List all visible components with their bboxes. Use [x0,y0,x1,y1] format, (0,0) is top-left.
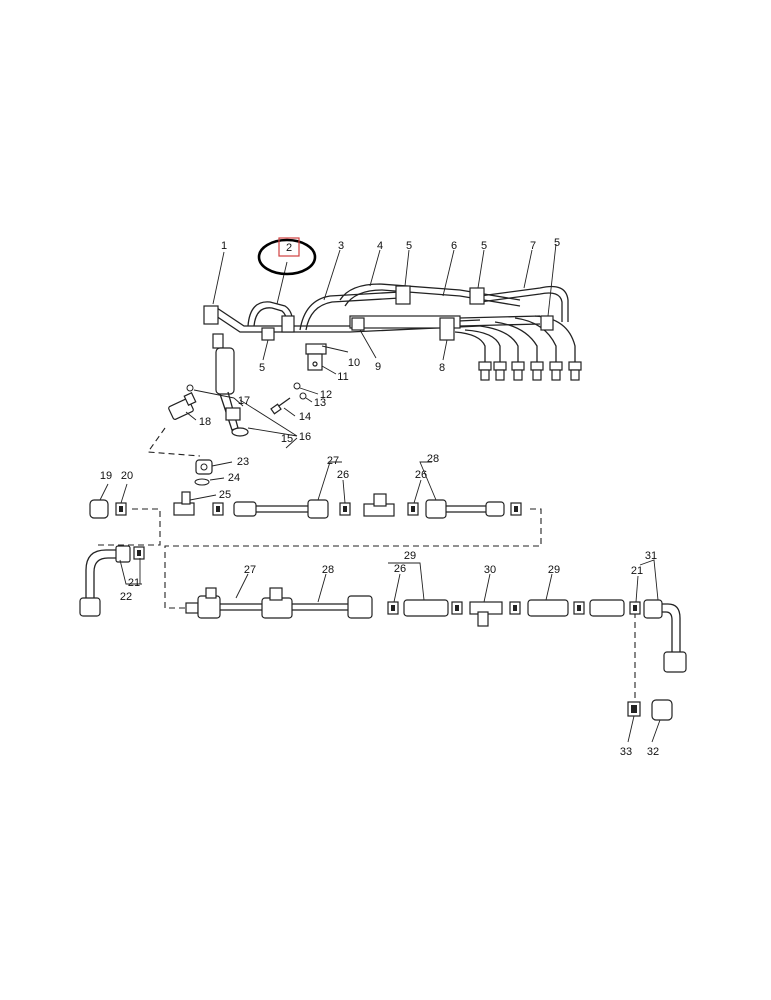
highlight-circle [257,238,317,276]
injector-assembly [168,333,307,437]
callout-27a: 27 [327,455,339,467]
callout-2-highlight [257,237,317,276]
callout-18: 18 [199,416,211,428]
bent-pipe-22 [79,545,145,617]
nut-and-seal-32-33 [627,699,673,721]
leader-lines [99,243,661,743]
callout-30: 30 [484,564,496,576]
callout-5d: 5 [259,362,265,374]
callout-19: 19 [100,470,112,482]
fitting-row-2 [89,491,522,519]
callout-3: 3 [338,240,344,252]
dashed-guide-1 [146,427,201,457]
callout-21b: 21 [631,565,643,577]
callout-20: 20 [121,470,133,482]
callout-5c: 5 [554,237,560,249]
callout-26c: 26 [394,563,406,575]
callout-9: 9 [375,361,381,373]
callout-28b: 28 [322,564,334,576]
highlight-box [278,237,300,257]
callout-32: 32 [647,746,659,758]
callout-17: 17 [238,395,250,407]
dashed-guide-2 [95,508,161,546]
callout-16: 16 [299,431,311,443]
callout-4: 4 [377,240,383,252]
callout-10: 10 [348,357,360,369]
callout-11: 11 [337,371,348,383]
callout-7: 7 [530,240,536,252]
callout-8: 8 [439,362,445,374]
callout-29a: 29 [404,550,416,562]
callout-1: 1 [221,240,227,252]
callout-5b: 5 [481,240,487,252]
callout-2: 2 [286,242,292,254]
callout-15: 15 [281,433,293,445]
callout-labels: 1 2 3 4 5 6 5 7 5 5 10 9 8 11 12 13 14 1… [100,237,659,758]
fitting-row-3 [185,587,687,673]
callout-31: 31 [645,550,657,562]
nut-and-washer [194,459,213,486]
callout-28a: 28 [427,453,439,465]
injection-line-bundle [203,283,582,381]
callout-33: 33 [620,746,632,758]
callout-23: 23 [237,456,249,468]
callout-5a: 5 [406,240,412,252]
callout-26a: 26 [337,469,349,481]
callout-22: 22 [120,591,132,603]
callout-29b: 29 [548,564,560,576]
callout-27b: 27 [244,564,256,576]
callout-12: 12 [320,389,332,401]
dashed-guide-3 [164,508,542,609]
callout-21a: 21 [128,577,140,589]
callout-24: 24 [228,472,240,484]
callout-14: 14 [299,411,311,423]
callout-25: 25 [219,489,231,501]
callout-26b: 26 [415,469,427,481]
callout-13: 13 [314,397,326,409]
callout-6: 6 [451,240,457,252]
